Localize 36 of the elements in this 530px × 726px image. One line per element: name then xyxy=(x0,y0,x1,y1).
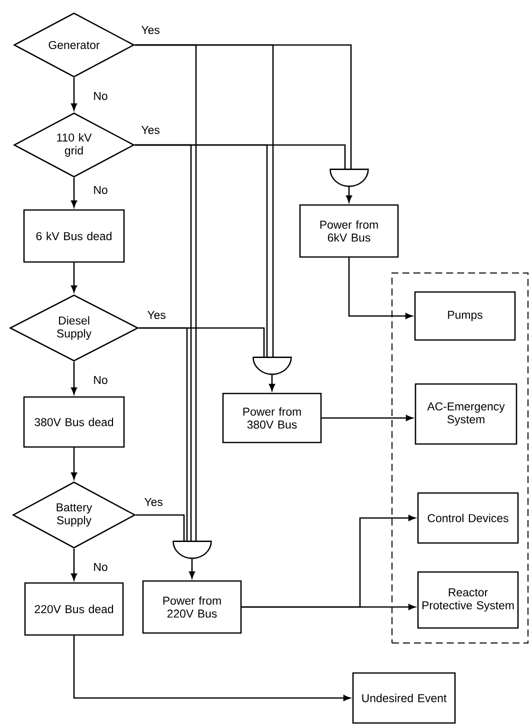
connector-arrow xyxy=(71,448,77,480)
or-gate-symbol xyxy=(329,168,369,187)
edge-label: Yes xyxy=(140,25,161,35)
process-box: 380V Bus dead xyxy=(23,396,125,448)
edge-label: No xyxy=(92,91,109,101)
edge-label: No xyxy=(92,562,109,572)
process-box: Control Devices xyxy=(417,492,519,544)
connector-arrow xyxy=(73,636,350,701)
connector-arrow xyxy=(71,548,77,580)
connector-arrow xyxy=(71,362,77,394)
connector-arrow xyxy=(189,558,195,578)
edge-label: Yes xyxy=(146,310,167,320)
connector-arrow xyxy=(269,374,275,391)
process-box: Power from 6kV Bus xyxy=(299,204,399,258)
process-box: Reactor Protective System xyxy=(417,571,519,629)
process-box: Pumps xyxy=(414,291,516,341)
connector-arrow xyxy=(71,262,77,292)
process-box: Power from 380V Bus xyxy=(222,392,322,444)
connector-arrow xyxy=(348,258,412,319)
connector-arrow xyxy=(346,186,352,202)
process-box: 6 kV Bus dead xyxy=(23,209,125,263)
edge-label: No xyxy=(92,185,109,195)
dashed-boundary xyxy=(392,272,528,644)
or-gate-symbol xyxy=(252,356,292,375)
process-box: Undesired Event xyxy=(352,672,456,724)
process-box: Power from 220V Bus xyxy=(142,580,242,634)
or-gate-symbol xyxy=(172,540,212,559)
edge-label: Yes xyxy=(140,125,161,135)
edge-label: No xyxy=(92,375,109,385)
connector-arrow xyxy=(322,415,413,421)
connector-arrow xyxy=(242,604,416,610)
edge-label: Yes xyxy=(143,497,164,507)
connector-arrow xyxy=(71,78,77,110)
connector-arrow xyxy=(71,178,77,208)
process-box: 220V Bus dead xyxy=(24,582,124,636)
process-box: AC-Emergency System xyxy=(414,383,518,445)
